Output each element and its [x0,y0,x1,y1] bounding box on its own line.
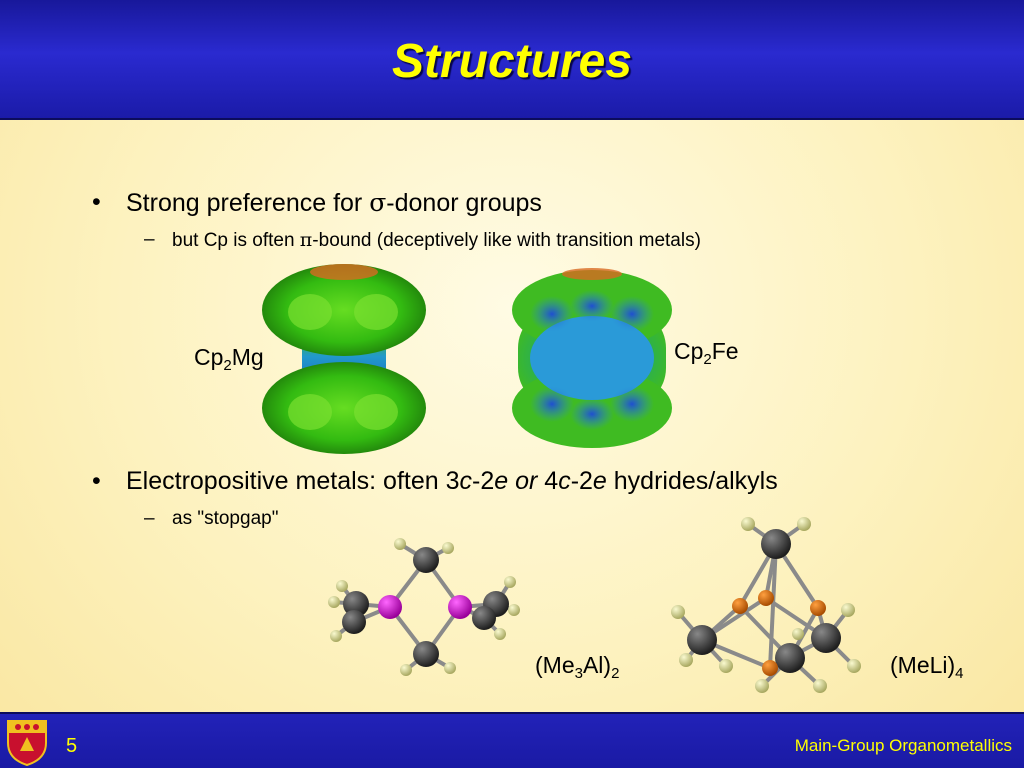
title-bar: Structures [0,0,1024,120]
meli4-ball-stick-model [671,517,861,693]
bullet-text-post: -donor groups [386,189,542,217]
sigma-symbol: σ [369,188,387,217]
cp2mg-surface-image [262,264,426,454]
bullet-text-pre: Strong preference for [126,189,370,217]
footer-bar: 5 Main-Group Organometallics [0,712,1024,768]
slide-number: 5 [66,735,78,757]
label-meli4: (MeLi)4 [890,652,964,682]
cp2fe-surface-image [512,268,672,448]
label-cp2mg: Cp2Mg [194,344,264,374]
label-me3al2: (Me3Al)2 [535,652,620,682]
subbullet-mark: – [144,508,155,529]
subbullet-text-post: -bound (deceptively like with transition… [312,230,701,251]
bullet-mark: • [92,188,101,216]
bullet-mark: • [92,467,101,495]
bullet-sigma-donor: • Strong preference for σ-donor groups [92,188,542,218]
university-crest-icon [7,720,47,767]
bullet-electropositive-metals: • Electropositive metals: often 3c-2e or… [92,467,778,495]
me3al2-ball-stick-model [328,538,520,676]
course-title: Main-Group Organometallics [794,736,1012,755]
subbullet-text: as "stopgap" [172,508,279,529]
slide-title: Structures [391,35,633,88]
subbullet-text-pre: but Cp is often [172,230,300,251]
pi-symbol: π [299,229,313,251]
label-cp2fe: Cp2Fe [674,338,739,368]
subbullet-mark: – [144,229,155,250]
subbullet-cp-pi-bound: – but Cp is often π-bound (deceptively l… [144,229,701,252]
subbullet-stopgap: – as "stopgap" [144,508,279,530]
